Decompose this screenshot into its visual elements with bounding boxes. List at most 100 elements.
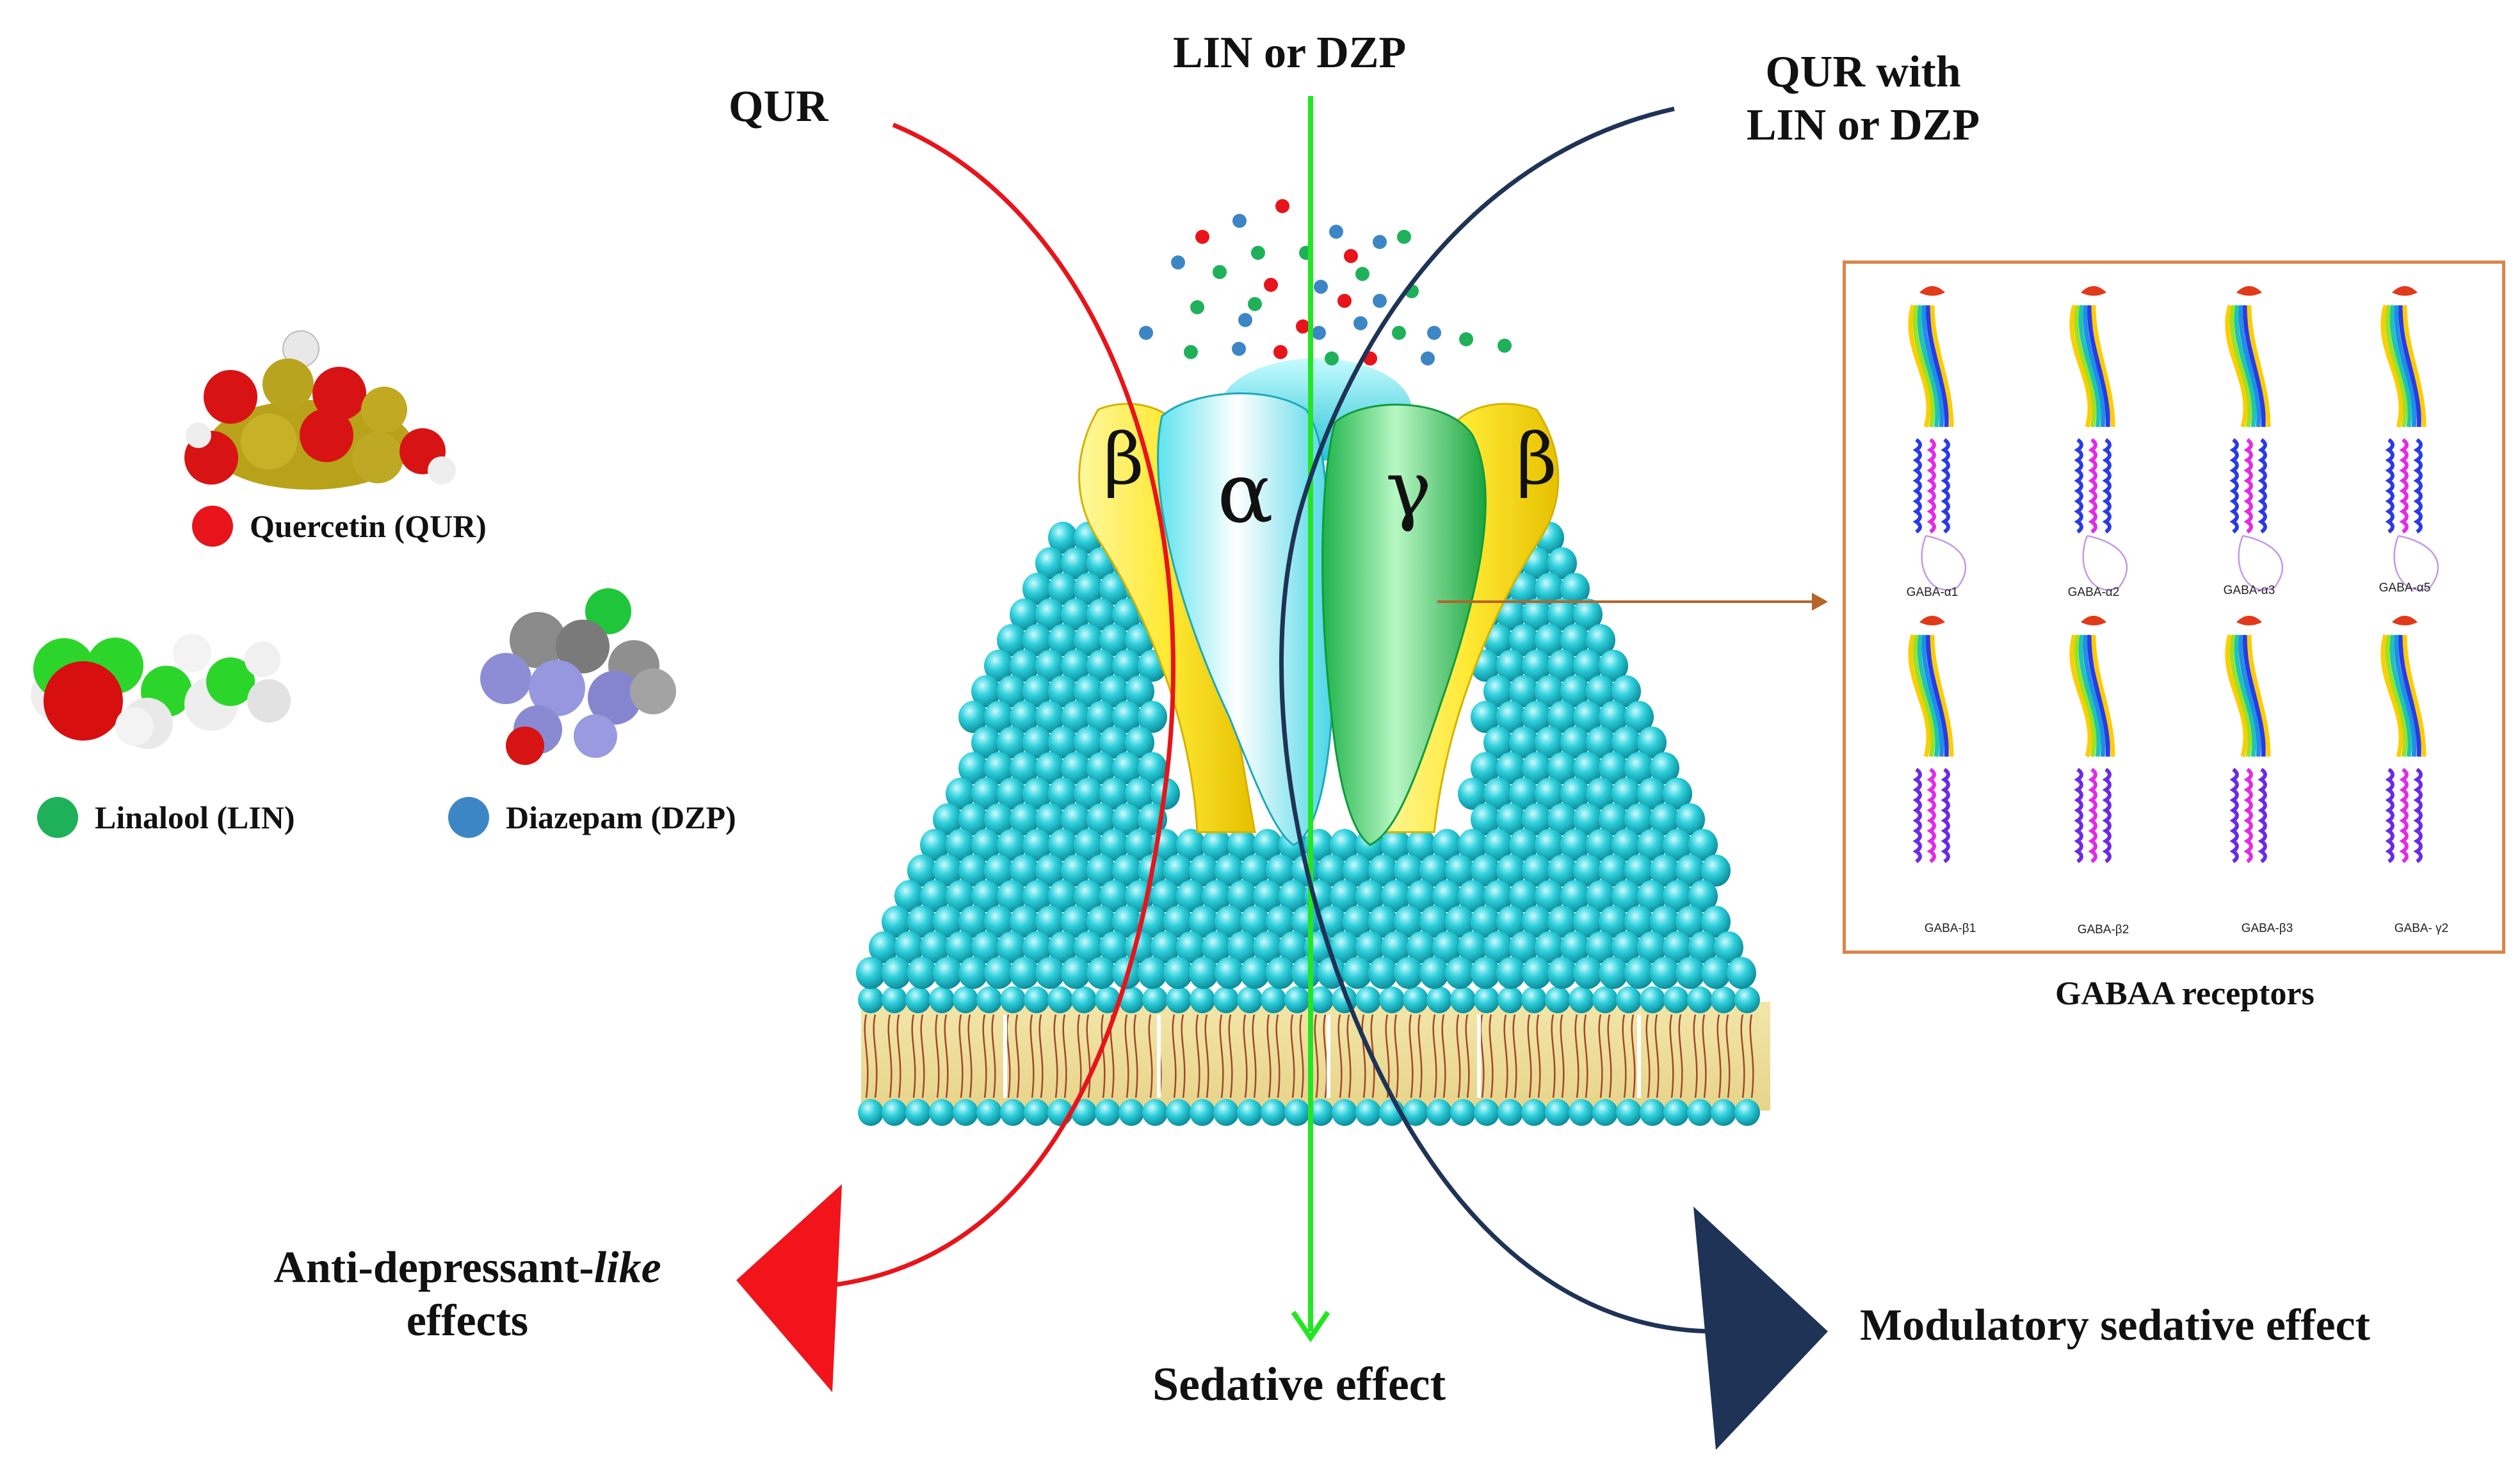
alpha-helix xyxy=(2399,438,2409,534)
receptor-bead xyxy=(1163,957,1193,989)
lipid-head xyxy=(1095,1099,1120,1126)
receptor-bead xyxy=(1509,573,1539,605)
loop-segment xyxy=(2393,534,2439,591)
protein-label: GABA-β1 xyxy=(1924,922,1976,935)
subunit-gamma xyxy=(1321,403,1487,846)
lipid-head xyxy=(1355,986,1381,1013)
ligand-particles xyxy=(1139,199,1512,365)
lipid-head xyxy=(1403,1099,1428,1126)
receptor-bead xyxy=(1022,727,1052,759)
receptor-bead xyxy=(1048,931,1078,963)
receptor-bead xyxy=(1650,906,1679,938)
receptor-bead xyxy=(1611,880,1641,912)
receptor-bead xyxy=(971,829,1001,861)
receptor-bead xyxy=(1599,803,1628,835)
receptor-bead xyxy=(984,752,1014,784)
qur-pathway-arrow xyxy=(819,122,1175,1289)
ligand-dot xyxy=(1459,332,1473,346)
receptor-bead xyxy=(1253,931,1282,963)
lipid-head xyxy=(1095,986,1120,1013)
receptor-bead xyxy=(1522,598,1551,631)
lipid-head xyxy=(1142,1099,1168,1126)
receptor-bead xyxy=(1086,855,1116,887)
receptor-bead xyxy=(1176,931,1206,963)
receptor-bead xyxy=(1509,624,1539,656)
lipid-head xyxy=(1261,1099,1286,1126)
ligand-dot xyxy=(1248,297,1262,311)
receptor-bead xyxy=(1022,829,1052,861)
receptor-bead xyxy=(971,778,1001,810)
lipid-head xyxy=(858,1099,884,1126)
membrane-head-row-top xyxy=(858,986,1760,1013)
lipid-tail xyxy=(1527,1014,1541,1098)
receptor-bead xyxy=(1688,880,1718,912)
beta-strand xyxy=(1926,634,1949,757)
receptor-bead xyxy=(1637,931,1667,963)
receptor-bead xyxy=(1035,701,1065,733)
receptor-bead xyxy=(1227,931,1257,963)
lipid-head xyxy=(1308,1099,1334,1126)
beta-strand xyxy=(2229,305,2252,428)
receptor-bead xyxy=(1471,957,1500,989)
receptor-bead xyxy=(1086,957,1116,989)
receptor-bead xyxy=(1022,675,1052,707)
receptor-bead xyxy=(1637,880,1667,912)
receptor-bead xyxy=(1022,778,1052,810)
alpha-helix xyxy=(2088,767,2097,864)
receptor-bead xyxy=(1509,727,1539,759)
ligand-dot xyxy=(1353,316,1368,330)
receptor-bead xyxy=(1330,829,1359,861)
receptor-bead xyxy=(1573,650,1603,682)
receptor-bead xyxy=(1560,624,1590,656)
receptor-bead xyxy=(1112,906,1142,938)
beta-strand xyxy=(2229,634,2252,757)
receptor-bead xyxy=(1535,880,1564,912)
beta-strand xyxy=(2380,305,2403,428)
lipid-head xyxy=(905,1099,931,1126)
receptor-bead xyxy=(1176,829,1206,861)
lipid-tail xyxy=(1456,1014,1470,1098)
alpha-helix xyxy=(2413,767,2423,864)
lipid-head xyxy=(1616,1099,1642,1126)
ligand-dot xyxy=(1421,351,1435,365)
receptor-bead xyxy=(1266,906,1295,938)
receptor-bead xyxy=(1010,701,1039,733)
beta-strand xyxy=(2389,305,2412,428)
protein-structure xyxy=(2225,616,2271,864)
panel-connector-arrowhead xyxy=(1812,593,1828,611)
alpha-helix xyxy=(2243,767,2253,864)
beta-strand xyxy=(1908,305,1931,428)
receptor-bead xyxy=(1624,957,1654,989)
membrane-head-row-bottom xyxy=(858,1099,1760,1126)
receptor-bead xyxy=(1496,650,1526,682)
lipid-head xyxy=(1592,1099,1618,1126)
receptor-bead xyxy=(1547,650,1577,682)
antidepressant-line1: Anti-depressant-like xyxy=(243,1242,691,1295)
ligand-dot xyxy=(1238,313,1252,327)
beta-strand xyxy=(1917,634,1940,757)
receptor-bead xyxy=(1496,855,1526,887)
receptor-bead xyxy=(1381,880,1410,912)
lipid-head xyxy=(1426,986,1452,1013)
receptor-bead xyxy=(1407,880,1436,912)
lipid-tail xyxy=(1290,1014,1304,1098)
ligand-dot xyxy=(1498,339,1512,353)
receptor-bead xyxy=(1061,547,1090,579)
receptor-bead xyxy=(933,957,962,989)
beta-strand xyxy=(1908,634,1931,757)
receptor-bead xyxy=(1445,906,1474,938)
lipid-head xyxy=(929,1099,955,1126)
lipid-head xyxy=(1000,1099,1026,1126)
protein-label: GABA-β3 xyxy=(2241,922,2293,935)
lipid-tail xyxy=(1669,1014,1683,1098)
receptor-bead xyxy=(1611,778,1641,810)
receptor-bead xyxy=(1099,624,1129,656)
receptor-bead xyxy=(1624,803,1654,835)
antidepressant-arrowhead xyxy=(736,1184,842,1392)
lipid-tail xyxy=(864,1014,878,1098)
receptor-bead xyxy=(1535,727,1564,759)
alpha-helix xyxy=(1912,438,1922,534)
alpha-helix xyxy=(1926,438,1936,534)
receptor-bead xyxy=(1125,829,1154,861)
receptor-bead xyxy=(1471,906,1500,938)
